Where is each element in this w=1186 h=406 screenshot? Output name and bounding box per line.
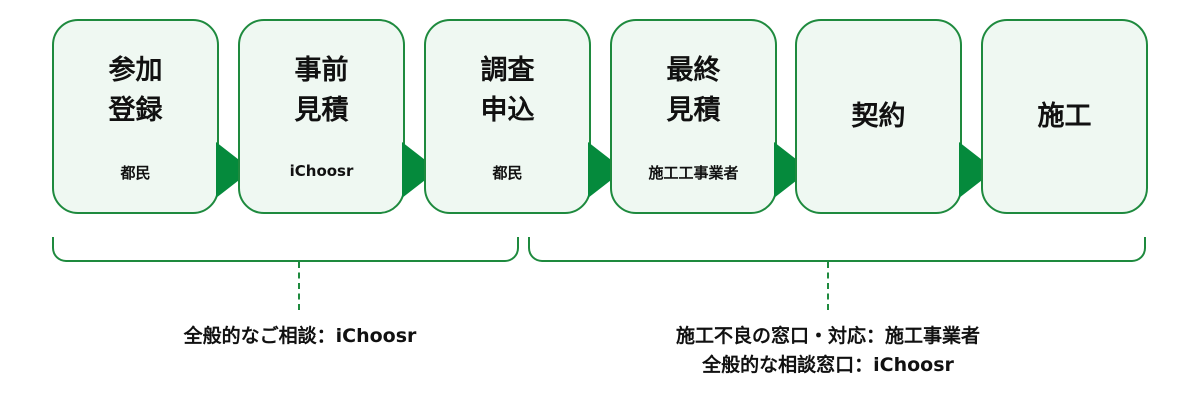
group-note-left: 全般的なご相談：iChoosr [100,322,500,351]
step-preliminary-estimate: 事前 見積 iChoosr [238,19,405,214]
step-construction: 施工 [981,19,1148,214]
step-title: 施工 [1037,101,1092,132]
note-line: 全般的なご相談：iChoosr [183,325,417,347]
step-actor: iChoosr [289,162,354,180]
step-registration: 参加 登録 都民 [52,19,219,214]
step-actor: 都民 [492,164,523,182]
group-bracket-right [528,237,1146,262]
step-contract: 契約 [795,19,962,214]
step-title: 契約 [851,101,906,132]
connector-dashed-line [298,262,300,310]
step-title: 事前 見積 [294,55,349,126]
note-line: 施工不良の窓口・対応：施工事業者 [675,325,980,347]
step-title: 参加 登録 [108,55,163,126]
group-note-right: 施工不良の窓口・対応：施工事業者 全般的な相談窓口：iChoosr [578,322,1078,380]
step-title: 最終 見積 [666,55,721,126]
group-bracket-left [52,237,519,262]
connector-dashed-line [827,262,829,310]
note-line: 全般的な相談窓口：iChoosr [702,354,954,376]
step-actor: 都民 [120,164,151,182]
step-survey-application: 調査 申込 都民 [424,19,591,214]
step-actor: 施工工事業者 [648,164,739,182]
step-final-estimate: 最終 見積 施工工事業者 [610,19,777,214]
step-title: 調査 申込 [480,55,535,126]
